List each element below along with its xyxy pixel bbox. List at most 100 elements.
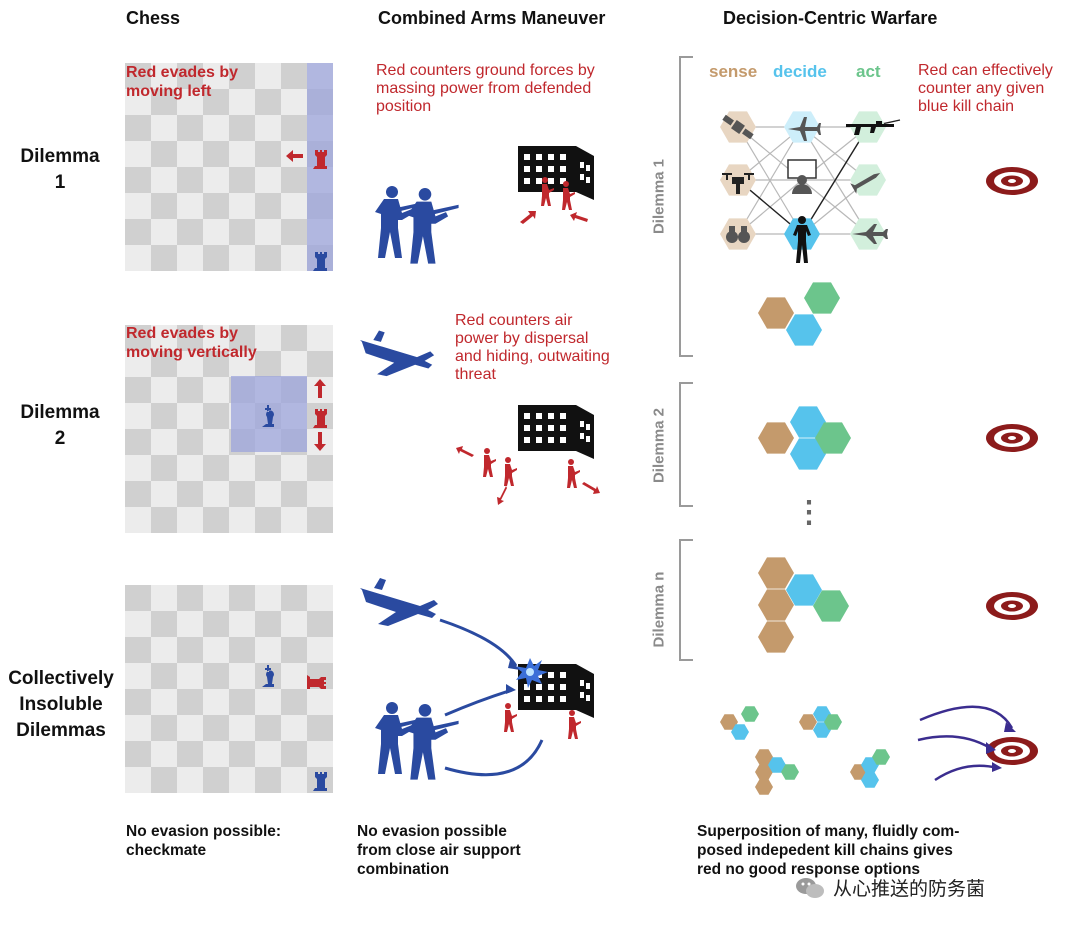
board-square — [281, 193, 307, 219]
board-square — [229, 141, 255, 167]
board-square — [125, 429, 151, 455]
decide-hexagon-icon — [790, 438, 826, 470]
sense-hexagon-icon — [799, 714, 817, 730]
sense-hexagon-icon — [758, 422, 794, 454]
board-square — [125, 637, 151, 663]
board-square — [281, 507, 307, 533]
sense-hexagon-icon — [720, 714, 738, 730]
board-square — [255, 89, 281, 115]
footer-line: checkmate — [126, 842, 207, 859]
board-square — [307, 585, 333, 611]
converging-arrows-icon — [520, 211, 588, 224]
board-square — [203, 767, 229, 793]
board-square — [203, 63, 229, 89]
board-square — [203, 429, 229, 455]
decide-hexagon-icon — [786, 574, 822, 606]
board-square — [203, 245, 229, 271]
board-square — [177, 481, 203, 507]
board-square — [203, 689, 229, 715]
board-square — [151, 245, 177, 271]
act-hexagon-icon — [815, 422, 851, 454]
satellite-icon — [722, 114, 754, 140]
column-title-chess: Chess — [126, 8, 181, 28]
row-label-line: 1 — [54, 172, 66, 193]
board-square — [255, 219, 281, 245]
board-square — [255, 455, 281, 481]
sense-hexagon-icon — [755, 779, 773, 795]
board-square — [229, 481, 255, 507]
board-square — [177, 245, 203, 271]
board-square — [255, 481, 281, 507]
decide-hexagon-icon — [731, 724, 749, 740]
board-square — [125, 63, 151, 89]
board-square — [255, 741, 281, 767]
cam-note-line: Red counters air — [455, 312, 573, 329]
board-square — [307, 455, 333, 481]
board-square — [177, 689, 203, 715]
chess-note-dilemma-2: Red evades by moving vertically — [126, 324, 257, 362]
board-square — [151, 167, 177, 193]
board-square — [229, 767, 255, 793]
board-square — [125, 403, 151, 429]
board-square — [151, 89, 177, 115]
board-square — [281, 715, 307, 741]
red-rook-icon — [307, 675, 326, 689]
board-square — [229, 63, 255, 89]
board-square — [229, 689, 255, 715]
board-square — [229, 167, 255, 193]
board-square — [125, 741, 151, 767]
cam-note-line: massing power from defended — [376, 80, 592, 97]
board-square — [177, 403, 203, 429]
converging-arrowheads — [986, 722, 1016, 772]
board-square — [255, 507, 281, 533]
board-square — [177, 741, 203, 767]
board-square — [203, 325, 229, 351]
blue-king-icon — [262, 405, 274, 427]
footer-line: from close air support — [357, 842, 521, 859]
board-square — [125, 193, 151, 219]
act-hexagon-icon — [824, 714, 842, 730]
board-square — [151, 611, 177, 637]
board-square — [255, 767, 281, 793]
watermark: 从心推送的防务菌 — [795, 874, 985, 901]
board-square — [281, 115, 307, 141]
board-square — [281, 325, 307, 351]
blue-rook-icon — [313, 252, 327, 271]
board-square — [307, 689, 333, 715]
board-square — [125, 245, 151, 271]
board-square — [125, 715, 151, 741]
board-square — [307, 741, 333, 767]
board-square — [125, 377, 151, 403]
dilemma-2-bracket — [679, 382, 693, 507]
board-square — [177, 637, 203, 663]
legend-sense: sense — [709, 62, 758, 81]
board-square — [125, 767, 151, 793]
cam-note-line: position — [376, 98, 432, 115]
board-square — [203, 663, 229, 689]
row-label-line: Dilemma — [20, 402, 100, 423]
board-square — [255, 245, 281, 271]
board-square — [203, 403, 229, 429]
arrow-left-icon — [286, 150, 303, 162]
board-square — [229, 351, 255, 377]
legend-decide: decide — [773, 62, 827, 81]
board-square — [151, 219, 177, 245]
board-square — [151, 325, 177, 351]
sense-hexagon-icon — [758, 557, 794, 589]
act-hexagon-icon — [813, 590, 849, 622]
board-square — [255, 637, 281, 663]
red-rook-icon — [313, 409, 327, 428]
dcw-note-line: counter any given — [918, 80, 1045, 97]
board-square — [229, 89, 255, 115]
column-title-decision-centric: Decision-Centric Warfare — [723, 8, 938, 28]
board-square — [125, 219, 151, 245]
missile-icon — [850, 173, 881, 194]
sense-hexagon-icon — [758, 621, 794, 653]
row-label-line: Insoluble — [19, 694, 103, 715]
board-square — [177, 455, 203, 481]
board-square — [281, 741, 307, 767]
decide-hexagon-icon — [786, 314, 822, 346]
target-icon — [986, 737, 1038, 765]
board-square — [151, 351, 177, 377]
soldier-icon — [793, 216, 811, 263]
